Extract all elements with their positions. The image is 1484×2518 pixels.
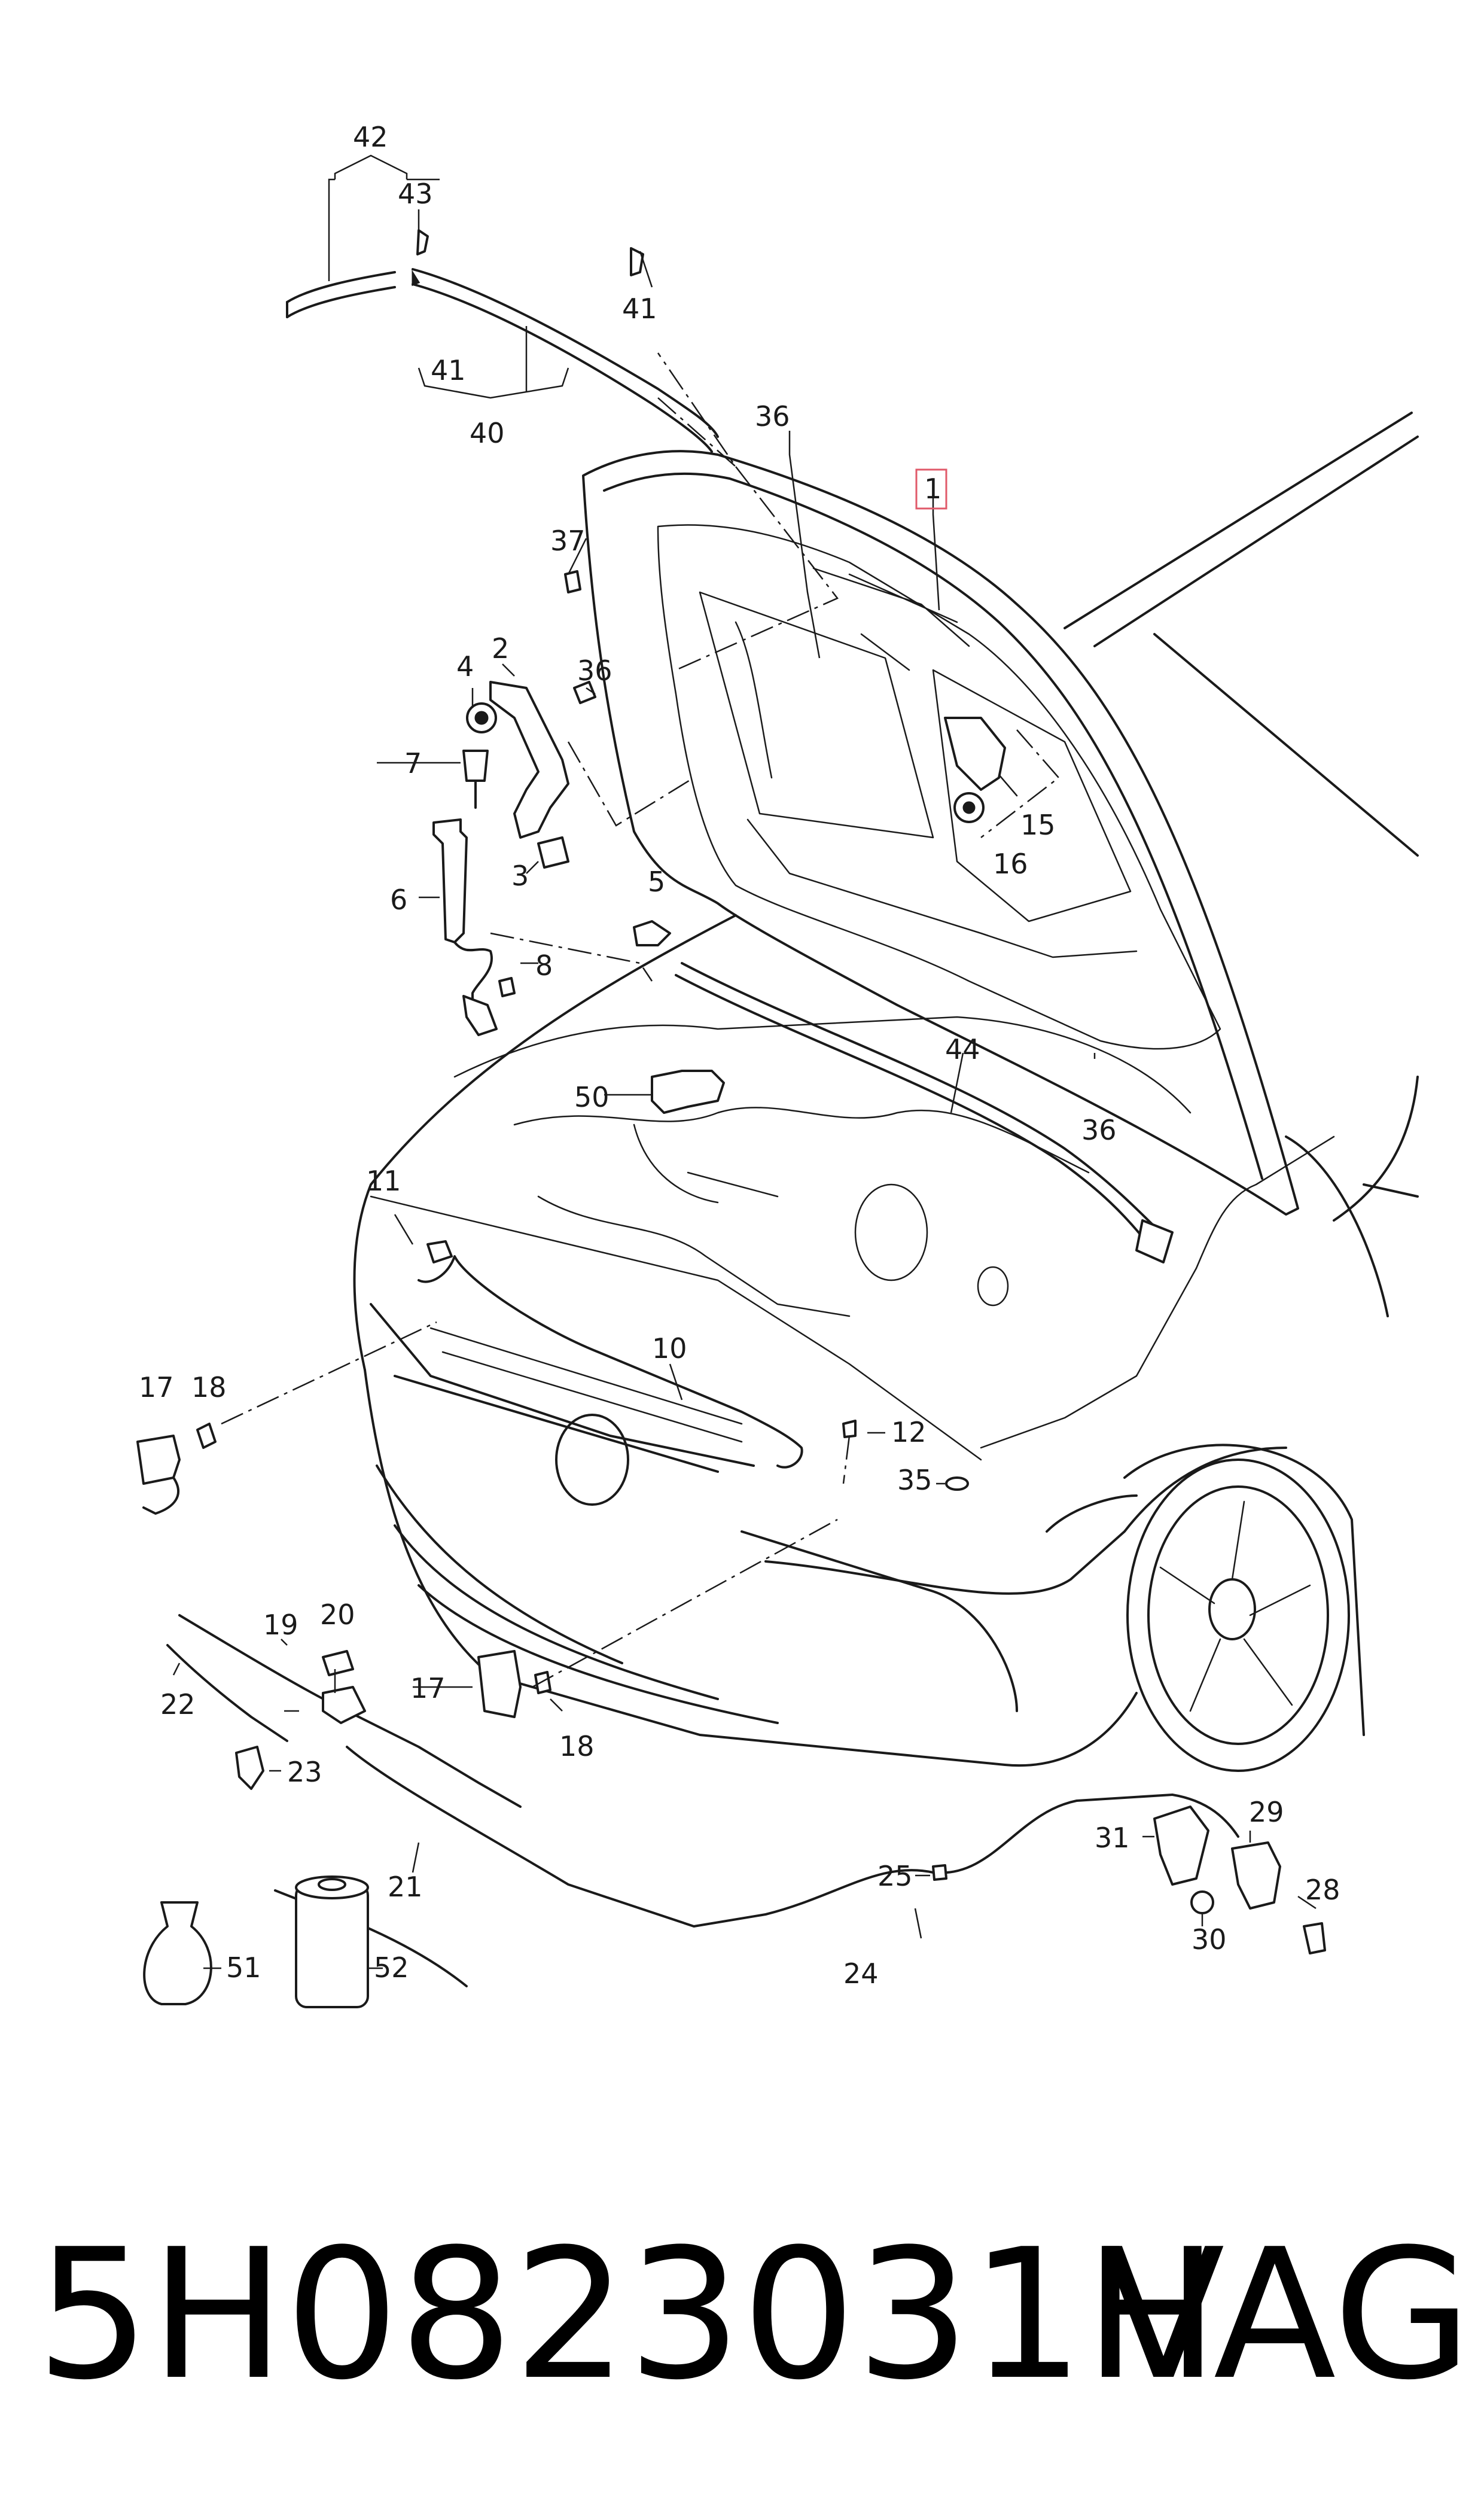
callout-51: 51 [226, 1951, 261, 1984]
callout-29: 29 [1249, 1796, 1284, 1828]
callout-35: 35 [897, 1464, 933, 1496]
callout-25: 25 [877, 1860, 913, 1892]
callout-36-top: 36 [755, 400, 790, 433]
callout-24: 24 [843, 1957, 879, 1990]
callout-42: 42 [353, 121, 388, 153]
callout-11: 11 [366, 1165, 401, 1197]
callout-30: 30 [1192, 1923, 1227, 1956]
lock-upper [136, 1423, 217, 1515]
hood-panel [582, 450, 1299, 1263]
callout-23: 23 [287, 1756, 322, 1788]
callout-20: 20 [320, 1599, 355, 1631]
hinge-assembly [432, 570, 671, 1036]
trim-strip [286, 229, 719, 453]
callout-18-lower: 18 [559, 1730, 595, 1762]
callout-16: 16 [993, 848, 1028, 880]
callout-19: 19 [263, 1609, 298, 1641]
brand-name: VAG [1102, 2211, 1472, 2419]
release-cables [166, 1614, 1239, 1987]
callout-5: 5 [648, 866, 665, 898]
callout-10: 10 [652, 1332, 687, 1365]
callout-7: 7 [404, 747, 422, 780]
hood-prop-rod [418, 1240, 969, 1491]
callout-41-top: 41 [622, 293, 657, 325]
callout-3: 3 [511, 860, 529, 892]
callout-12: 12 [891, 1416, 927, 1448]
callout-43: 43 [398, 178, 433, 210]
footer: 5H0823031H VAG [0, 2225, 1484, 2477]
callout-36-right: 36 [1081, 1114, 1117, 1146]
pouch-51 [143, 1901, 212, 2005]
callout-labels: 1 2 3 4 5 6 7 8 10 11 12 15 16 17 18 17 … [139, 121, 1340, 1990]
lock-lower [477, 1650, 551, 1718]
callout-41-left: 41 [431, 354, 466, 386]
callout-17-upper: 17 [139, 1371, 174, 1403]
callout-52: 52 [374, 1951, 409, 1984]
callout-37: 37 [550, 525, 586, 557]
callout-22: 22 [160, 1688, 196, 1721]
callout-21: 21 [388, 1871, 423, 1903]
callout-17-lower: 17 [410, 1672, 446, 1704]
callout-31: 31 [1095, 1822, 1130, 1854]
callout-18-upper: 18 [191, 1371, 227, 1403]
callout-28: 28 [1305, 1874, 1340, 1906]
callout-50: 50 [574, 1081, 610, 1113]
callout-6: 6 [390, 884, 407, 916]
callout-8: 8 [535, 949, 553, 982]
hood-bracket [944, 717, 1006, 823]
parts-diagram: 1 2 3 4 5 6 7 8 10 11 12 15 16 17 18 17 … [136, 121, 1419, 2008]
part-number: 5H0823031H [36, 2211, 1220, 2419]
callout-15: 15 [1020, 809, 1056, 841]
callout-1: 1 [924, 473, 941, 505]
car-body-outline [353, 412, 1419, 1772]
callout-1-highlight [915, 468, 947, 510]
callout-4: 4 [456, 650, 474, 683]
callout-44: 44 [945, 1033, 980, 1065]
callout-2: 2 [492, 632, 509, 665]
callout-40: 40 [470, 417, 505, 449]
reference-lines [221, 352, 1060, 1688]
callout-36-mid: 36 [577, 654, 613, 687]
release-lever [1153, 1805, 1326, 1954]
leader-lines [172, 154, 1317, 1969]
can-52 [295, 1875, 369, 2008]
bracket-50 [651, 1070, 725, 1114]
